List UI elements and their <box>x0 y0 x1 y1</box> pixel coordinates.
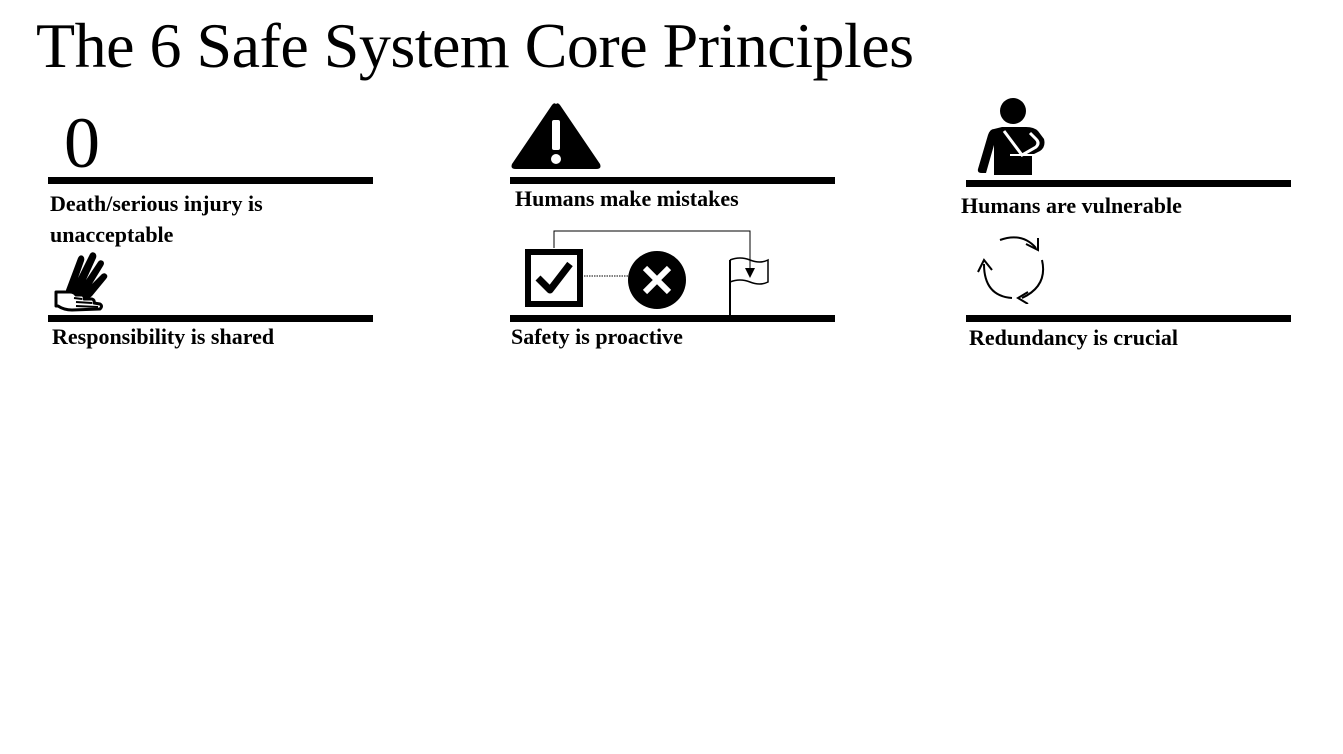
principle-label-line: unacceptable <box>50 222 174 247</box>
hands-icon <box>54 252 108 312</box>
principle-label-proactive: Safety is proactive <box>511 324 683 349</box>
zero-numeral: 0 <box>64 103 100 183</box>
checkbox-cross-flag-flow-icon <box>525 230 769 318</box>
divider-bar <box>510 177 835 184</box>
principle-label-redundancy: Redundancy is crucial <box>969 325 1179 350</box>
principle-label-responsibility: Responsibility is shared <box>52 324 275 349</box>
warning-triangle-icon <box>511 103 601 169</box>
flag-icon <box>729 257 769 318</box>
divider-bar <box>966 180 1291 187</box>
principle-label-line: Death/serious injury is <box>50 191 263 216</box>
cross-circle-icon <box>628 251 686 309</box>
divider-bar <box>48 315 373 322</box>
divider-bar <box>510 315 835 322</box>
principle-label-vulnerable: Humans are vulnerable <box>961 193 1182 218</box>
cycle-arrows-icon <box>977 236 1044 304</box>
principle-label-death-injury: Death/serious injury is unacceptable <box>50 188 263 250</box>
injured-person-arm-sling-icon <box>977 98 1045 175</box>
page-title: The 6 Safe System Core Principles <box>36 10 914 81</box>
principle-label-mistakes: Humans make mistakes <box>515 186 739 211</box>
divider-bar <box>48 177 373 184</box>
checkbox-icon <box>525 249 583 307</box>
divider-bar <box>966 315 1291 322</box>
